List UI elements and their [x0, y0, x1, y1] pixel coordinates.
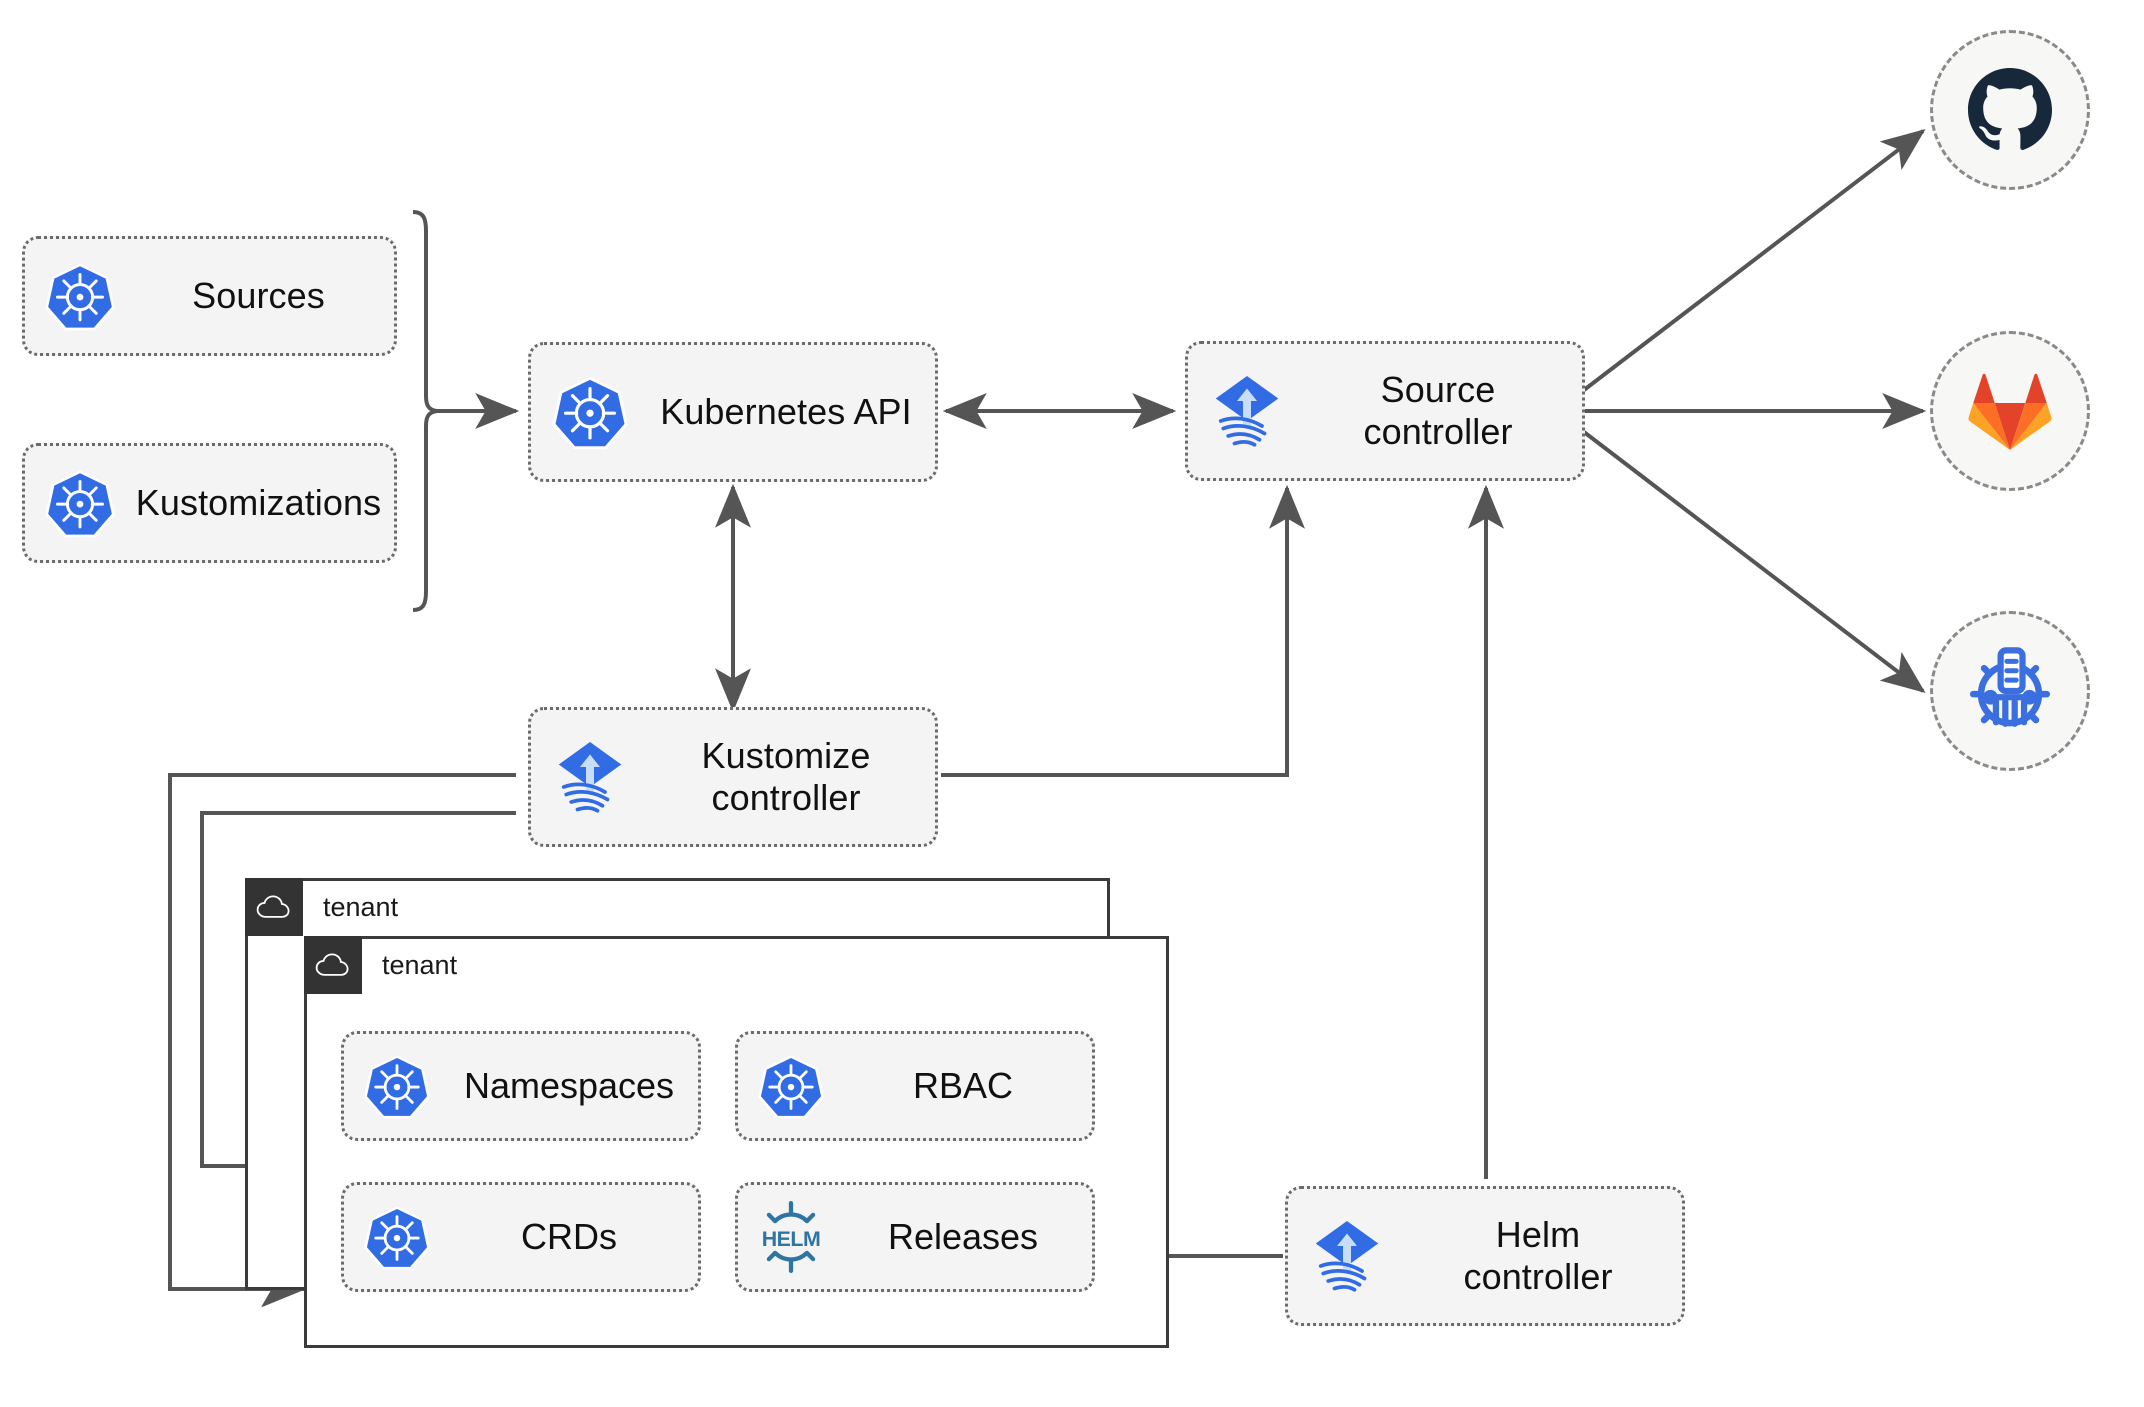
node-helm-controller[interactable]: Helm controller	[1285, 1186, 1685, 1326]
gitlab-icon	[1968, 373, 2052, 450]
helm-repository-icon	[1970, 647, 2050, 727]
node-namespaces[interactable]: Namespaces	[341, 1031, 701, 1141]
tenant-label: tenant	[382, 949, 458, 980]
flux-icon	[1188, 371, 1306, 451]
node-label: Releases	[887, 1216, 1039, 1257]
node-rbac[interactable]: RBAC	[735, 1031, 1095, 1141]
flux-icon	[1288, 1216, 1406, 1296]
kubernetes-icon	[25, 260, 135, 332]
node-label: Sources	[192, 274, 325, 316]
cloud-icon	[245, 878, 303, 936]
node-kubernetes-api[interactable]: Kubernetes API	[528, 342, 938, 482]
endpoint-github[interactable]	[1930, 30, 2090, 190]
tenant-label: tenant	[323, 891, 399, 922]
node-label: Source controller	[1363, 368, 1513, 452]
kubernetes-icon	[25, 467, 135, 539]
node-releases[interactable]: HELM Releases	[735, 1182, 1095, 1292]
node-label: Namespaces	[463, 1065, 675, 1106]
node-label: Helm controller	[1463, 1213, 1613, 1297]
kubernetes-icon	[344, 1052, 450, 1120]
node-sources[interactable]: Sources	[22, 236, 397, 356]
kubernetes-icon	[531, 373, 649, 451]
node-label: CRDs	[521, 1216, 617, 1257]
tenant-tab[interactable]: tenant	[245, 878, 398, 936]
endpoint-gitlab[interactable]	[1930, 331, 2090, 491]
node-source-controller[interactable]: Source controller	[1185, 341, 1585, 481]
github-icon	[1968, 68, 2052, 150]
kubernetes-icon	[738, 1052, 844, 1120]
svg-text:HELM: HELM	[762, 1227, 821, 1251]
node-kustomizations[interactable]: Kustomizations	[22, 443, 397, 563]
flux-icon	[531, 737, 649, 817]
node-label: RBAC	[912, 1065, 1014, 1106]
helm-icon: HELM	[738, 1199, 844, 1275]
node-kustomize-controller[interactable]: Kustomize controller	[528, 707, 938, 847]
node-label: Kubernetes API	[660, 390, 912, 432]
node-label: Kustomize controller	[701, 734, 871, 818]
node-label: Kustomizations	[135, 481, 382, 523]
cloud-icon	[304, 936, 362, 994]
kubernetes-icon	[344, 1203, 450, 1271]
tenant-tab[interactable]: tenant	[304, 936, 457, 994]
endpoint-helm-repository[interactable]	[1930, 611, 2090, 771]
node-crds[interactable]: CRDs	[341, 1182, 701, 1292]
